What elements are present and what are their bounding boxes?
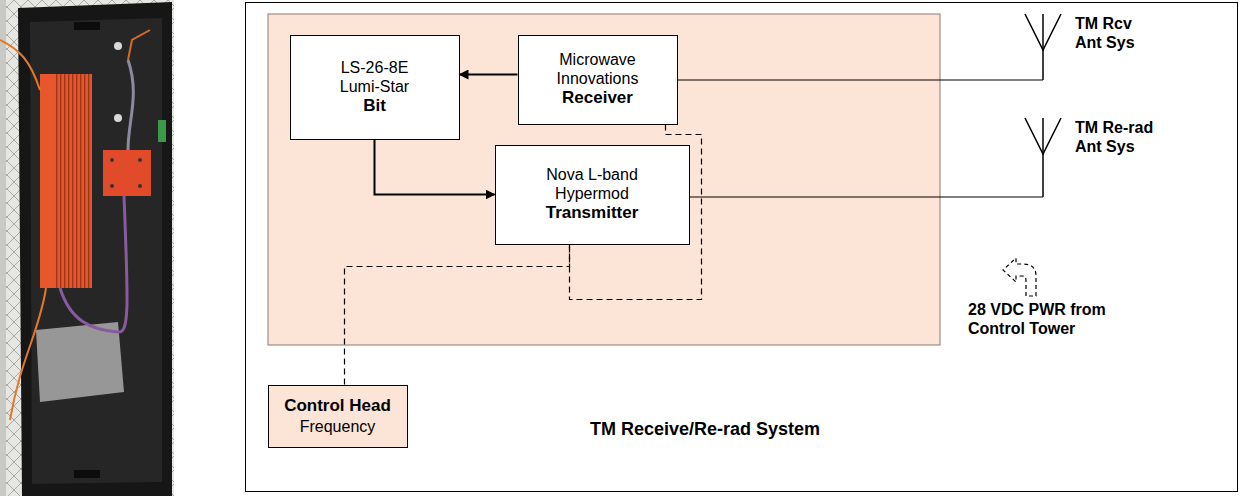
board-connector: [110, 184, 114, 188]
enclosure-slot: [74, 470, 100, 478]
fiber-cable: [128, 30, 150, 60]
enclosure-body: [18, 2, 172, 496]
power-line: [345, 245, 570, 385]
heatsink-fins: [54, 74, 92, 288]
wire-mesh: [0, 0, 174, 496]
curved-arrow: [1003, 258, 1036, 296]
antenna-mast: [1042, 14, 1044, 80]
box-subtitle: Frequency: [300, 417, 376, 436]
board-connector: [110, 158, 114, 162]
box-title: TM Receive/Re-rad System: [590, 419, 820, 441]
box-title: Control Head: [284, 396, 391, 416]
text-group: Nova L-band HypermodTransmitter: [532, 165, 652, 224]
rerad-antenna-symbol: [1025, 118, 1061, 197]
mesh-post: [0, 0, 6, 496]
mount-screw: [114, 42, 122, 50]
control-head-box: Control HeadFrequency: [268, 385, 408, 448]
board-connector: [138, 158, 142, 162]
rf-cable: [128, 60, 133, 150]
enclosure-inside: [30, 18, 162, 484]
antenna-mast: [1042, 118, 1044, 197]
antenna-label: TM Rcv Ant Sys: [1075, 14, 1145, 52]
system-region: [268, 14, 940, 345]
antenna-label: TM Re-rad Ant Sys: [1075, 118, 1170, 156]
plastic-bag: [36, 322, 124, 402]
text-group: Microwave InnovationsReceiver: [533, 50, 663, 109]
box-title: Nova L-band Hypermod: [532, 165, 652, 203]
power-feed-arrow: [1003, 258, 1036, 296]
bit-sync-box: LS-26-8E Lumi-StarBit: [290, 35, 460, 140]
receiver-box: Microwave InnovationsReceiver: [518, 35, 678, 125]
enclosure-slot: [74, 22, 100, 30]
heatsink-side: [40, 74, 54, 288]
box-subtitle: Transmitter: [546, 203, 639, 223]
box-subtitle: Bit: [363, 96, 386, 116]
signal-arrow: [460, 74, 518, 76]
transmitter-box: Nova L-band HypermodTransmitter: [495, 145, 690, 245]
power-cable: [60, 196, 127, 332]
rcv-antenna-feed: [678, 79, 1043, 80]
box-subtitle: Receiver: [562, 88, 633, 108]
system-frame: TM Receive/Re-rad System LS-26-8E Lumi-St…: [245, 2, 1238, 492]
fiber-cable: [10, 288, 46, 420]
text-group: Control HeadFrequency: [284, 396, 391, 436]
box-title: Microwave Innovations: [533, 50, 663, 88]
green-tag: [158, 120, 166, 142]
text-group: LS-26-8E Lumi-StarBit: [325, 58, 425, 117]
rcv-antenna-symbol: [1025, 14, 1061, 80]
mount-screw: [114, 114, 122, 122]
power-label: 28 VDC PWR from Control Tower: [968, 300, 1113, 338]
fiber-cable: [0, 40, 40, 90]
board-connector: [138, 184, 142, 188]
signal-arrow: [375, 140, 495, 195]
receiver-board: [103, 150, 151, 196]
box-title: LS-26-8E Lumi-Star: [325, 58, 425, 96]
rerad-antenna-feed: [690, 196, 1043, 197]
